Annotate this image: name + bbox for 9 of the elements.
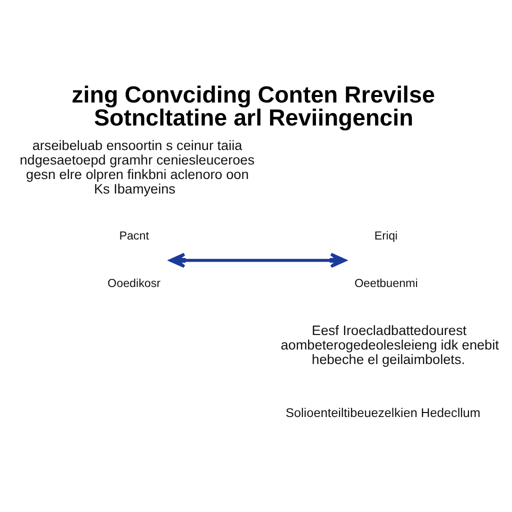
diagram-title: zing Convciding Conten Rrevilse Sotncltatine arl Reviingencin [72, 81, 435, 131]
label: Eesf Iroecladbattedourest aombeterogedeolesleieng idk enebit hebeche el geilaimbolets. [280, 322, 499, 367]
node-text: Eriqi [374, 230, 398, 243]
label: Solioenteiltibeuezelkien Hedecllum [286, 406, 480, 420]
node-label: Ooedikosr [108, 277, 161, 290]
label: arseibeluab ensoortin s ceinur taiia ndgesaetoepd gramhr ceniesleuceroes gesn elre olpren finkbni aclenoro oon Ks Ibamyeins [20, 138, 255, 197]
node-text: Pacnt [119, 230, 149, 243]
arrow [169, 252, 346, 268]
node-label: Oeetbuenmi [354, 277, 418, 290]
